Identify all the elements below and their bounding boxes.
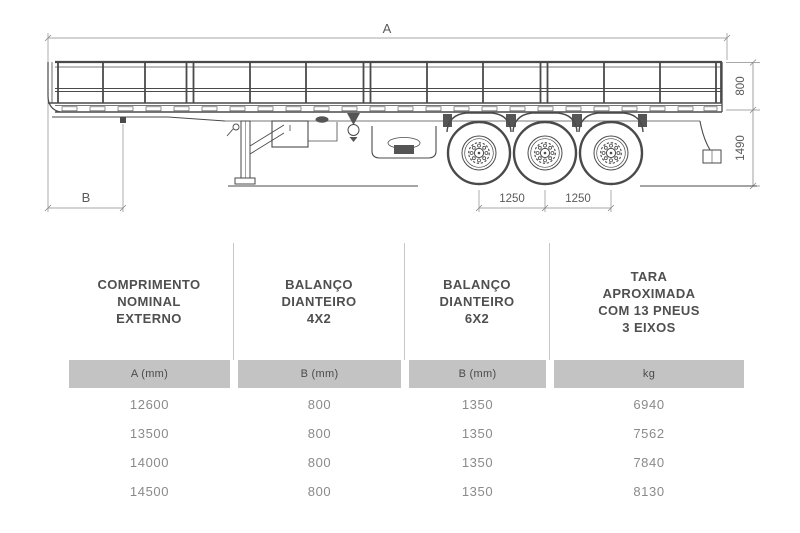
table-row: 14000 800 1350 7840 bbox=[65, 448, 748, 477]
kingpin bbox=[120, 117, 126, 123]
front-face bbox=[47, 62, 61, 113]
stake-pockets bbox=[61, 106, 718, 112]
table-units-row: A (mm) B (mm) B (mm) kg bbox=[65, 360, 748, 388]
dim-label-side-height: 800 bbox=[735, 76, 747, 95]
column-header: BALANÇO DIANTEIRO 4X2 bbox=[234, 243, 405, 360]
cell-tare: 7840 bbox=[633, 455, 665, 470]
cell-length: 14000 bbox=[129, 455, 170, 470]
cell-tare: 6940 bbox=[633, 397, 665, 412]
cell-overhang-4x2: 800 bbox=[307, 426, 332, 441]
wheel-2 bbox=[512, 120, 578, 186]
cell-tare: 8130 bbox=[633, 484, 665, 499]
unit-label: B (mm) bbox=[238, 360, 401, 388]
unit-cell: A (mm) bbox=[65, 360, 234, 388]
cell-length: 12600 bbox=[129, 397, 170, 412]
dim-label-floor-height: 1490 bbox=[735, 135, 747, 161]
landing-gear bbox=[226, 120, 285, 185]
dimension-lines bbox=[44, 33, 760, 212]
cell-overhang-6x2: 1350 bbox=[461, 397, 494, 412]
table-row: 13500 800 1350 7562 bbox=[65, 419, 748, 448]
support-stand bbox=[347, 113, 360, 142]
cell-overhang-4x2: 800 bbox=[307, 455, 332, 470]
cell-overhang-6x2: 1350 bbox=[461, 484, 494, 499]
unit-cell: B (mm) bbox=[234, 360, 405, 388]
dim-label-axle-spacing-2: 1250 bbox=[565, 193, 591, 205]
table-body: 12600 800 1350 6940 13500 800 1350 7562 … bbox=[65, 390, 748, 506]
table-row: 12600 800 1350 6940 bbox=[65, 390, 748, 419]
table-header-row: COMPRIMENTO NOMINAL EXTERNO BALANÇO DIAN… bbox=[65, 243, 748, 360]
trailer-body bbox=[47, 60, 723, 123]
cell-overhang-6x2: 1350 bbox=[461, 455, 494, 470]
cell-tare: 7562 bbox=[633, 426, 665, 441]
dim-label-axle-spacing-1: 1250 bbox=[499, 193, 525, 205]
fenders bbox=[446, 112, 644, 133]
cell-overhang-4x2: 800 bbox=[307, 397, 332, 412]
trailer-diagram: A B 800 1490 1250 1250 bbox=[44, 21, 760, 212]
gate-posts bbox=[57, 62, 722, 103]
dim-label-front-overhang: B bbox=[82, 190, 91, 205]
dim-label-overall-length: A bbox=[383, 21, 392, 36]
column-header: BALANÇO DIANTEIRO 6X2 bbox=[405, 243, 550, 360]
spare-tire-carrier bbox=[371, 126, 437, 159]
unit-label: B (mm) bbox=[409, 360, 546, 388]
underframe bbox=[226, 112, 757, 187]
air-valve bbox=[315, 116, 329, 123]
wheel-1 bbox=[446, 120, 512, 186]
suspension-hangers bbox=[443, 114, 647, 127]
cell-length: 14500 bbox=[129, 484, 170, 499]
column-header: TARA APROXIMADA COM 13 PNEUS 3 EIXOS bbox=[598, 268, 700, 335]
unit-label: A (mm) bbox=[69, 360, 230, 388]
column-header: COMPRIMENTO NOMINAL EXTERNO bbox=[65, 243, 234, 360]
table-row: 14500 800 1350 8130 bbox=[65, 477, 748, 506]
unit-label: kg bbox=[554, 360, 744, 388]
rear-bumper bbox=[699, 120, 722, 164]
toolbox bbox=[271, 120, 338, 148]
wheel-3 bbox=[578, 120, 644, 186]
cell-overhang-4x2: 800 bbox=[307, 484, 332, 499]
cell-length: 13500 bbox=[129, 426, 170, 441]
wheels bbox=[446, 120, 644, 186]
cell-overhang-6x2: 1350 bbox=[461, 426, 494, 441]
spec-table: COMPRIMENTO NOMINAL EXTERNO BALANÇO DIAN… bbox=[65, 243, 748, 506]
unit-cell: kg bbox=[550, 360, 748, 388]
unit-cell: B (mm) bbox=[405, 360, 550, 388]
